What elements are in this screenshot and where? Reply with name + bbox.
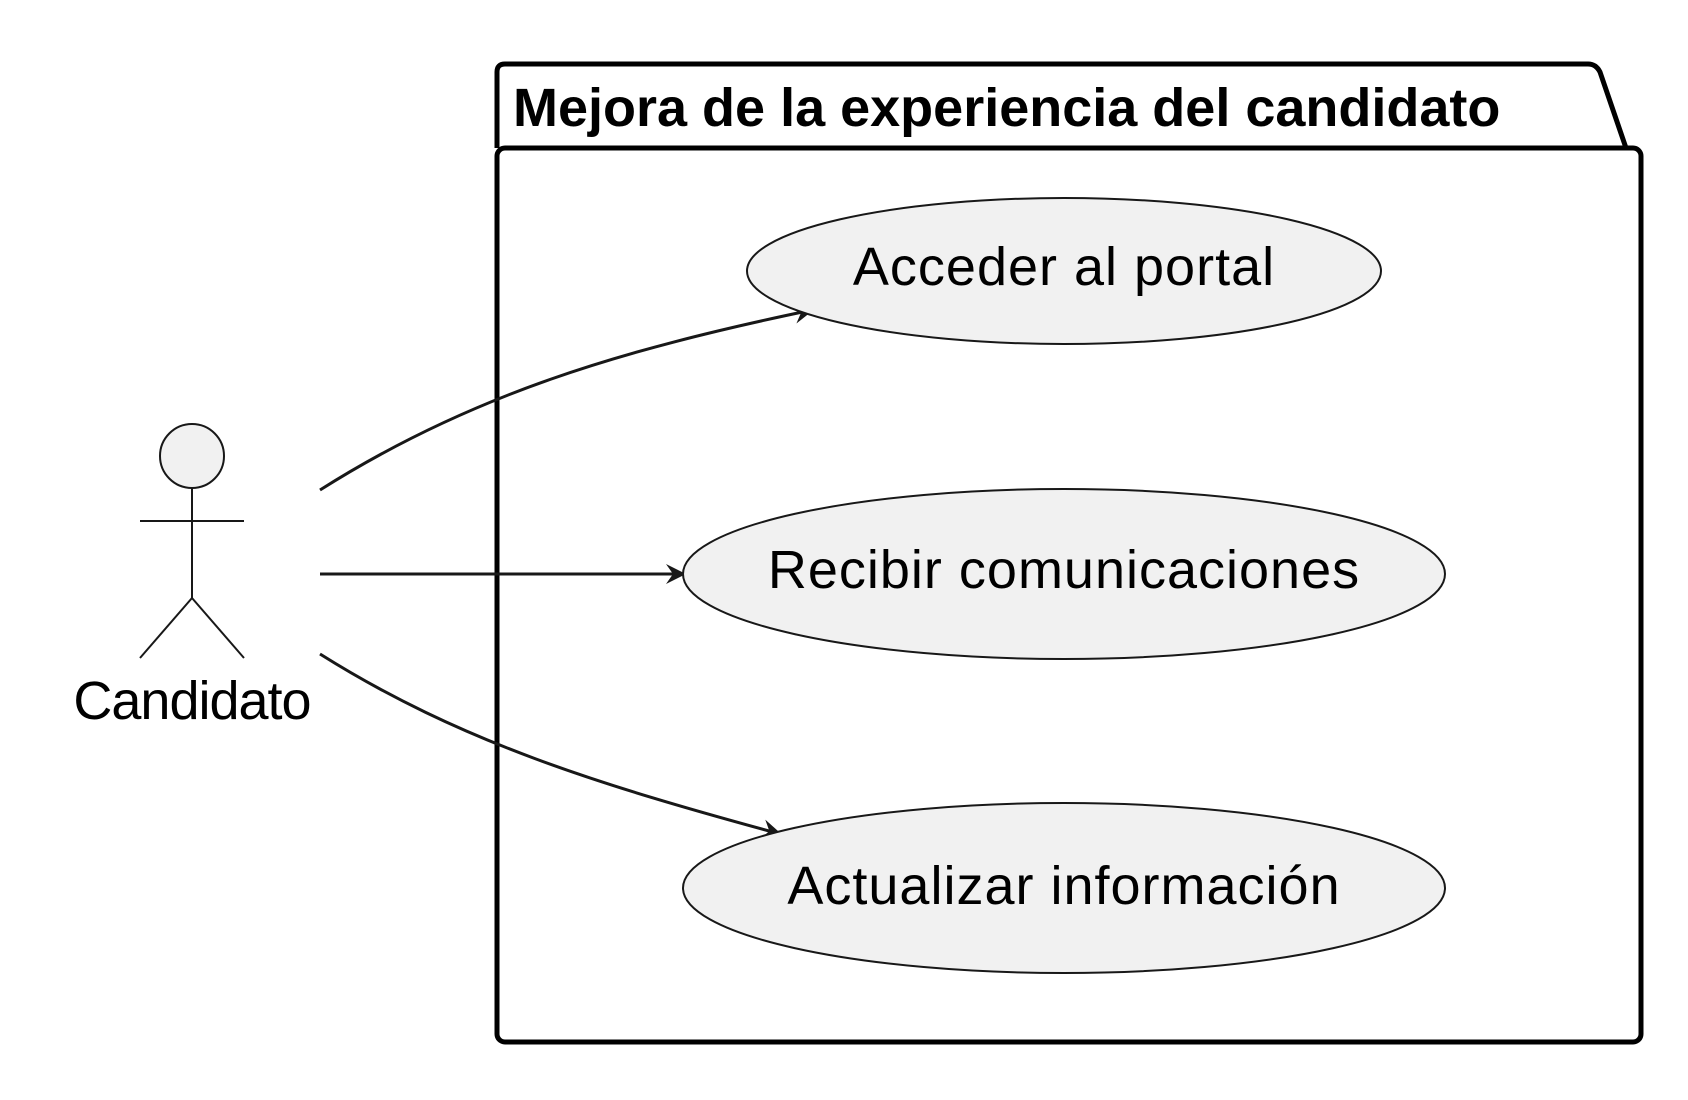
use-case-ellipse (682, 802, 1446, 974)
actor-right-leg (191, 597, 245, 659)
association-arrow-acceder[interactable] (319, 303, 814, 492)
use-case-actualizar-informacion[interactable]: Actualizar información (682, 802, 1446, 974)
use-case-acceder-al-portal[interactable]: Acceder al portal (746, 197, 1382, 345)
package-tab (494, 61, 1629, 149)
use-case-label: Recibir comunicaciones (768, 540, 1360, 600)
use-case-ellipse (746, 197, 1382, 345)
associations (319, 303, 814, 839)
use-case-ellipse (682, 488, 1446, 660)
association-arrow-actualizar[interactable] (319, 652, 782, 839)
actor-candidato[interactable]: Candidato (73, 423, 312, 731)
use-case-label: Acceder al portal (853, 237, 1275, 297)
package-title: Mejora de la experiencia del candidato (513, 78, 1500, 138)
actor-label: Candidato (73, 671, 310, 731)
actor-head (159, 423, 225, 489)
actor-left-leg (139, 597, 193, 659)
use-case-label: Actualizar información (787, 856, 1340, 916)
use-case-recibir-comunicaciones[interactable]: Recibir comunicaciones (682, 488, 1446, 660)
